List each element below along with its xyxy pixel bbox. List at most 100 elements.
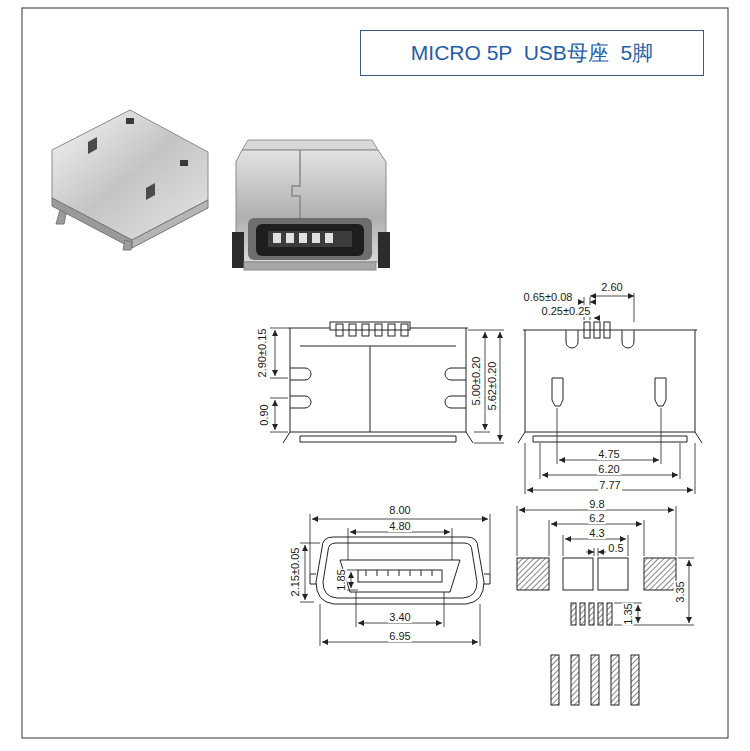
- dimension-line: [305, 545, 306, 600]
- connector-photo: [268, 231, 352, 247]
- dimension-line: [270, 328, 504, 443]
- connector-photo: [236, 150, 386, 262]
- dimension-line: [614, 558, 694, 625]
- dimension-label: 2.90±0.15: [256, 328, 268, 379]
- connector-photo: [286, 233, 294, 243]
- dimension-line: [500, 332, 501, 441]
- dimension-label: 3.35: [674, 580, 686, 603]
- dimension-label: 6.20: [597, 463, 620, 475]
- dimension-line: [275, 330, 276, 376]
- opening-view: [366, 570, 432, 576]
- connector-photo: [88, 137, 97, 154]
- side-view: [283, 322, 473, 443]
- connector-photo: [273, 233, 281, 243]
- front-view: [604, 322, 610, 338]
- dimension-line: [320, 592, 480, 646]
- side-view: [330, 322, 410, 330]
- connector-photo: [378, 232, 390, 268]
- dimension-label: 3.40: [388, 611, 411, 623]
- dimension-label: 0.65±0.08: [523, 291, 574, 303]
- dimension-line: [598, 552, 606, 553]
- dimension-label: 0.90: [258, 403, 270, 426]
- side-view: [401, 324, 408, 336]
- dimension-line: [517, 506, 694, 625]
- dimension-line: [351, 572, 352, 588]
- pcb-footprint: [571, 603, 576, 625]
- pcb-footprint: [517, 558, 676, 705]
- dimension-line: [275, 400, 276, 430]
- side-view: [445, 368, 466, 408]
- connector-photo: [180, 160, 188, 166]
- dimension-label: 1.35: [622, 602, 634, 625]
- dimension-line: [468, 330, 504, 443]
- side-view: [388, 324, 395, 336]
- connector-photo: [248, 218, 372, 260]
- pcb-footprint: [598, 558, 628, 590]
- dimension-line: [584, 293, 634, 322]
- dimension-label: 0.25±0.25: [541, 305, 592, 317]
- dimension-line: [270, 328, 288, 432]
- dimension-label: 0.5: [607, 542, 624, 554]
- pcb-footprint: [517, 558, 549, 590]
- side-view: [375, 324, 382, 336]
- pcb-footprint: [563, 558, 593, 590]
- pcb-footprint: [631, 655, 639, 705]
- title-box: MICRO 5P USB母座 5脚: [360, 30, 704, 76]
- pcb-footprint: [551, 655, 559, 705]
- dimension-label: 5.62±0.20: [486, 361, 498, 412]
- side-view: [288, 328, 468, 432]
- side-view: [283, 432, 473, 443]
- dimension-line: [578, 302, 584, 303]
- opening-view: [310, 537, 490, 604]
- front-view: [552, 378, 563, 406]
- pcb-footprint: [589, 603, 594, 625]
- opening-view: [358, 570, 442, 582]
- connector-photo: [232, 140, 390, 270]
- front-view: [584, 322, 590, 338]
- pcb-footprint: [644, 558, 676, 590]
- dimension-label: 7.77: [598, 479, 621, 491]
- side-view: [349, 324, 356, 336]
- front-view: [518, 432, 702, 443]
- dimension-label: 2.15±0.05: [289, 547, 301, 598]
- opening-view: [323, 543, 477, 598]
- dimension-label: 1.85: [335, 568, 347, 591]
- side-view: [300, 346, 456, 432]
- dimension-line: [525, 293, 695, 494]
- connector-photo: [256, 224, 364, 256]
- connector-photo: [299, 233, 307, 243]
- front-view: [655, 378, 666, 406]
- pcb-footprint: [591, 655, 599, 705]
- dimension-line: [525, 408, 695, 494]
- connector-photo: [52, 110, 208, 250]
- dimension-line: [310, 514, 490, 574]
- front-view: [518, 322, 702, 443]
- pcb-footprint: [607, 603, 612, 625]
- dimension-line: [300, 514, 490, 646]
- connector-photo: [132, 200, 208, 248]
- dimension-line: [517, 506, 676, 556]
- dimension-label: 6.2: [588, 512, 605, 524]
- connector-photo: [146, 183, 155, 200]
- connector-photo: [312, 233, 320, 243]
- connector-photo: [232, 232, 244, 268]
- front-view: [594, 322, 600, 338]
- front-view: [523, 330, 697, 432]
- dimension-label: 2.60: [600, 281, 623, 293]
- dimension-line: [689, 560, 690, 623]
- connector-photo: [325, 233, 333, 243]
- frame: [22, 8, 728, 738]
- connector-photo: [56, 210, 66, 224]
- connector-photo: [123, 240, 132, 250]
- dimension-line: [594, 318, 600, 319]
- pcb-footprint: [571, 655, 579, 705]
- dimension-label: 4.75: [597, 448, 620, 460]
- pcb-footprint: [611, 655, 619, 705]
- dimension-label: 4.3: [588, 527, 605, 539]
- dimension-line: [300, 543, 320, 602]
- connector-photo: [244, 262, 376, 270]
- side-view: [362, 324, 369, 336]
- opening-view: [340, 560, 460, 592]
- side-view: [300, 436, 456, 442]
- dimension-line: [346, 570, 358, 590]
